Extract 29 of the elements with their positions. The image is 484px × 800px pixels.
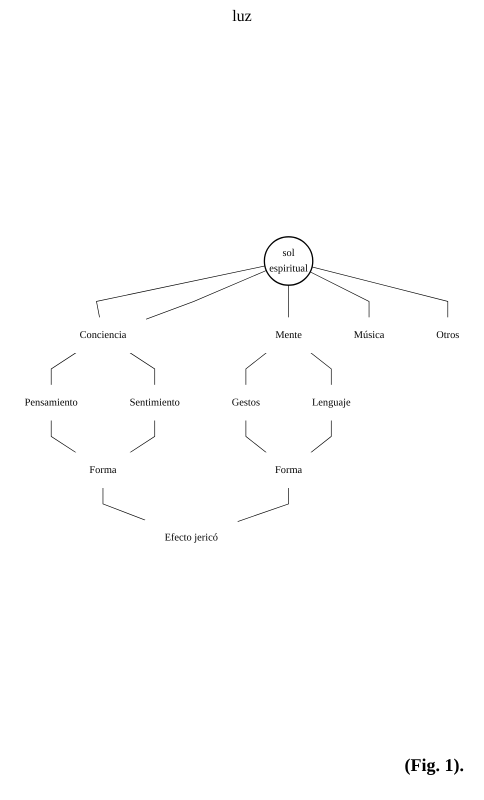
figure-caption: (Fig. 1). [404,755,464,776]
node-text: Conciencia [80,329,126,340]
connector [96,266,266,318]
connector [145,270,267,320]
node-text: Forma [275,464,302,476]
connector [246,352,267,386]
node-text: Sentimiento [130,396,180,408]
node-text: Pensamiento [24,396,78,408]
node-text: Efecto jericó [164,532,218,543]
connector [310,352,332,386]
node-text: Música [354,329,384,340]
connector [310,272,370,318]
connector [130,352,156,386]
connector [130,420,156,453]
connector [288,284,289,318]
node-circle: sol espiritual [264,236,314,286]
node-text: Lenguaje [312,396,351,408]
connector [237,487,289,522]
node-text: Mente [275,329,302,340]
connector [102,487,146,520]
node-text: Gestos [232,396,260,408]
connector [50,352,76,386]
connector [312,266,448,318]
connector [50,420,76,453]
connector [246,420,267,453]
connector [310,420,332,453]
node-text: Otros [436,329,460,340]
node-text: Forma [89,464,117,476]
text-label: luz [232,8,252,26]
